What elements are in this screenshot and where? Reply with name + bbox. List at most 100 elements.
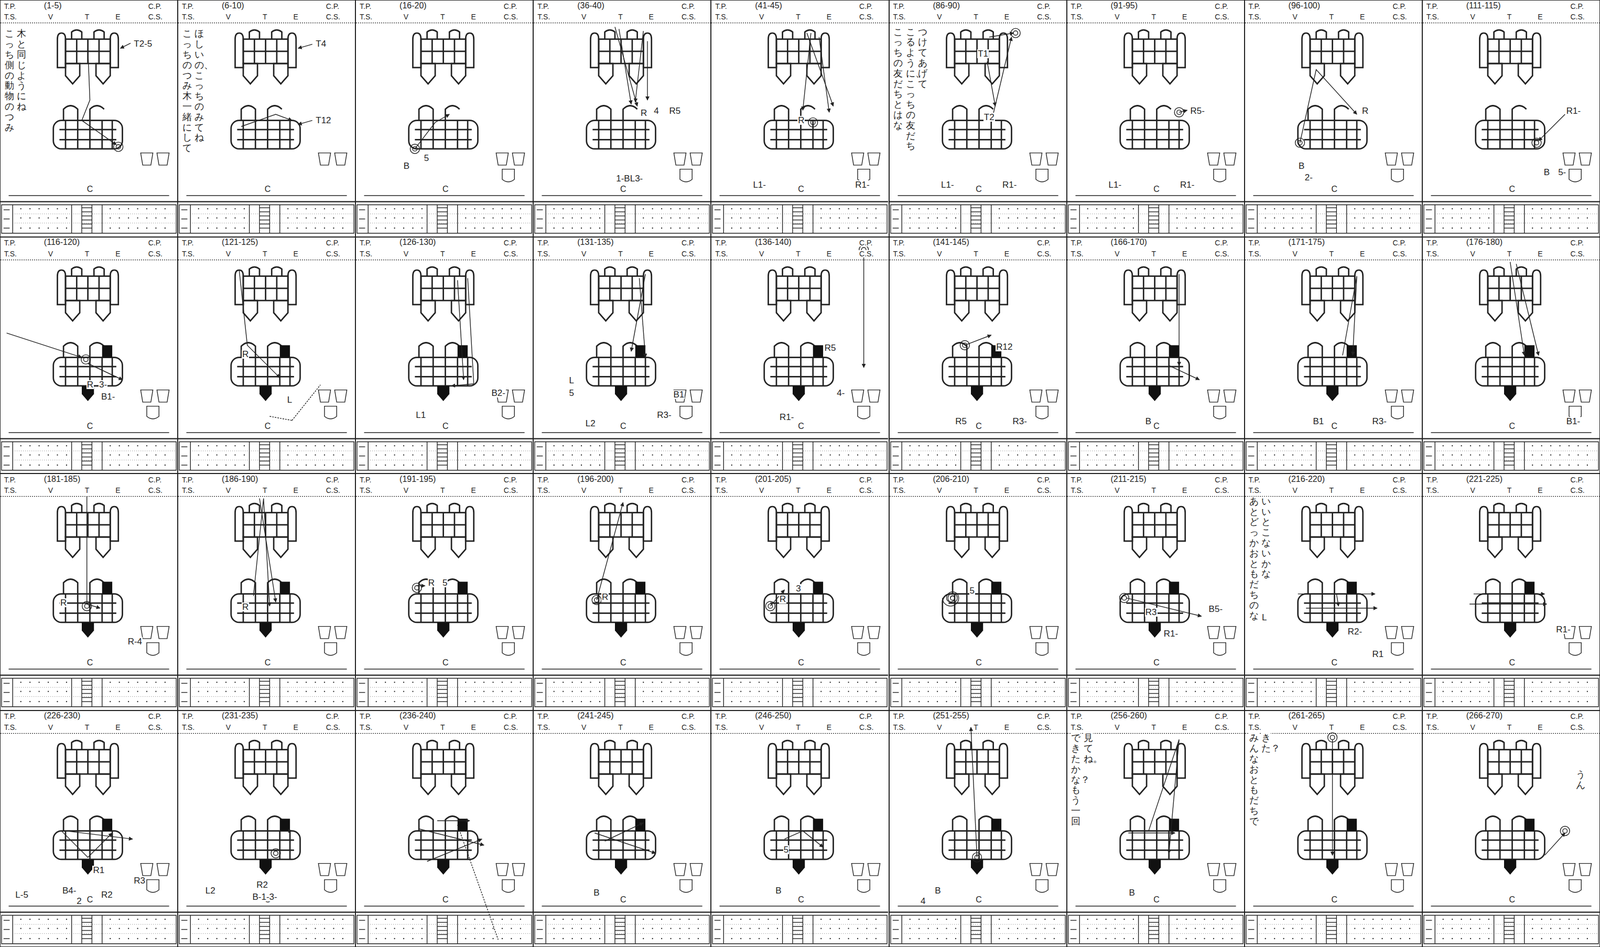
base-line [719, 195, 881, 196]
grid-line [990, 120, 992, 149]
strip-dot [1203, 453, 1205, 456]
strip-mark [1069, 218, 1077, 220]
cup-block [318, 153, 331, 166]
strip-dot [296, 445, 298, 447]
strip-dot [234, 208, 236, 210]
strip-dots [546, 222, 710, 224]
strip-dot [740, 463, 742, 466]
table-top [586, 357, 656, 386]
strip-dot [1540, 445, 1542, 447]
strip-dot [1185, 445, 1187, 447]
grid-line [453, 39, 456, 64]
strip-hatch [1326, 444, 1337, 445]
leg-block [451, 63, 466, 84]
strip-divider [782, 441, 783, 470]
strip-divider [1523, 204, 1525, 233]
leg-block [243, 300, 258, 321]
grid-line [786, 39, 789, 64]
strip-mark [1425, 227, 1433, 229]
strip-dot [1034, 453, 1036, 456]
strip-dot [1460, 463, 1462, 466]
header-label: C.P. [1391, 2, 1407, 10]
header-label: T.P. [1425, 2, 1439, 10]
strip-dot [1034, 445, 1036, 447]
strip-dot [909, 217, 911, 219]
time-range: (41-45) [754, 1, 783, 10]
strip-dot [492, 453, 494, 456]
strip-dot [1212, 217, 1214, 219]
strip-dot [1212, 208, 1214, 210]
strip-mark [181, 218, 188, 220]
base-label: C [619, 185, 627, 194]
strip-dot [909, 453, 911, 456]
leg-block [1518, 63, 1533, 84]
strip-divider [1346, 204, 1347, 233]
strip-dots [1257, 222, 1421, 224]
header-label: C.S. [858, 250, 874, 258]
strip-dot [1203, 208, 1205, 210]
black-block [1148, 385, 1161, 401]
observation-panel: T.P.(126-130)C.P.T.S.VTEC.S.CL1B2- [355, 236, 534, 474]
strip-hatch [792, 207, 803, 209]
strip-dot [1586, 445, 1588, 447]
strip-dot [243, 453, 245, 456]
strip-hatch [259, 448, 270, 449]
lower-table [586, 342, 656, 386]
strip-hatch [1504, 215, 1515, 216]
header-label: T.P. [359, 239, 372, 247]
strip-hatch [792, 215, 803, 216]
grid-line [1320, 275, 1323, 301]
strip-dot [599, 227, 601, 229]
strip-divider [812, 204, 814, 233]
strip-dot [305, 227, 307, 229]
position-mark [410, 144, 420, 154]
grid-line [1164, 275, 1167, 301]
strip-dot [384, 208, 386, 210]
strip-hatch [1326, 219, 1337, 221]
strip-dot [421, 445, 423, 447]
strip-dot [38, 453, 40, 456]
strip-frame [712, 441, 888, 470]
cup-block [1385, 153, 1398, 166]
strip-dot [1044, 463, 1046, 466]
strip-hatch [1326, 448, 1337, 449]
strip-dot [1176, 227, 1178, 229]
strip-frame [1423, 204, 1599, 233]
strip-dot [225, 208, 227, 210]
strip-hatch [81, 688, 92, 690]
strip-dot [590, 208, 592, 210]
time-range: (171-175) [1288, 238, 1326, 247]
strip-divider [782, 204, 783, 233]
strip-dot [1086, 463, 1088, 466]
strip-dot [1381, 227, 1383, 229]
half-disc-block [267, 342, 283, 358]
top-block [427, 266, 438, 276]
strip-dot [1273, 453, 1275, 456]
strip-mark [181, 446, 188, 447]
annotation: 4- [836, 388, 846, 398]
black-block [1524, 344, 1535, 358]
table-top [776, 275, 821, 301]
strip-dot [1212, 227, 1214, 229]
strip-dot [234, 217, 236, 219]
strip-dot [207, 227, 209, 229]
leg-block [776, 63, 791, 84]
strip-dots [190, 450, 354, 451]
strip-divider [634, 441, 636, 470]
strip-dot [857, 208, 859, 210]
strip-dot [29, 217, 31, 219]
strip-dot [642, 217, 644, 219]
strip-hatch [1504, 464, 1515, 466]
header-label: T.S. [1248, 13, 1262, 21]
header-label: C.P. [858, 239, 873, 247]
grid-line [978, 357, 980, 386]
strip-dot [1123, 445, 1125, 447]
strip-dot [119, 453, 121, 456]
strip-dot [679, 217, 681, 219]
strip-dot [768, 217, 770, 219]
strip-dot [553, 217, 555, 219]
strip-dot [155, 208, 157, 210]
strip-dot [1025, 227, 1027, 229]
lower-table [1298, 342, 1368, 386]
strip-dot [510, 445, 512, 447]
